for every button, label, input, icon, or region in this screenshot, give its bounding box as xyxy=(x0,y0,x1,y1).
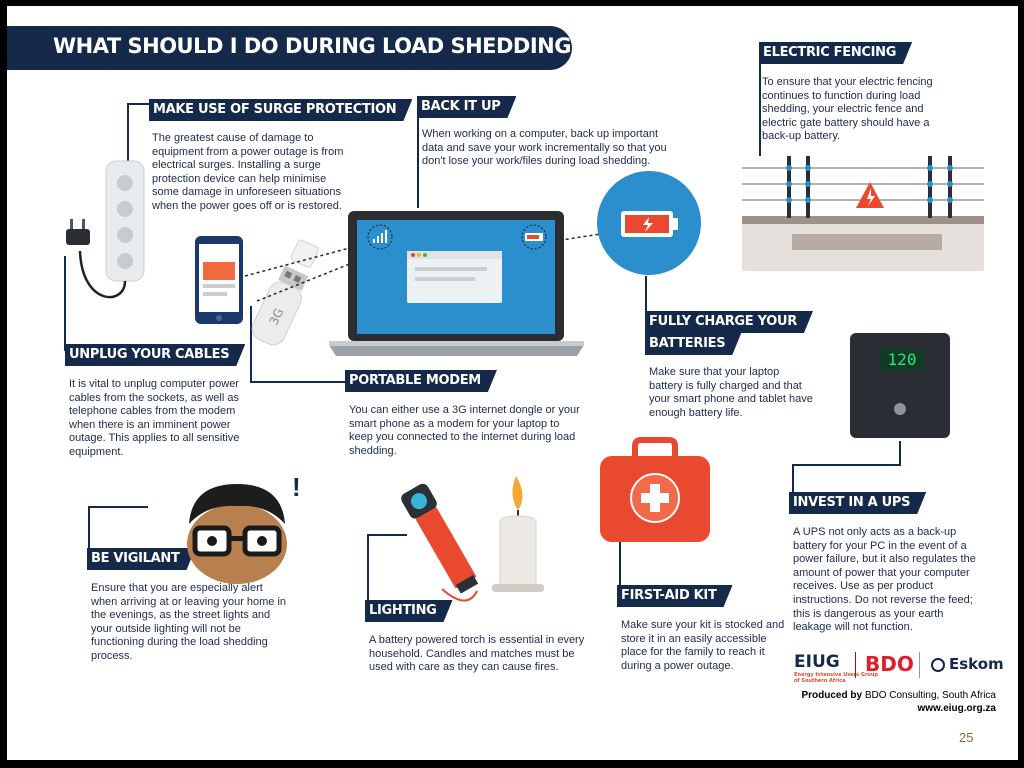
logo-divider xyxy=(855,652,856,678)
first-aid-text: Make sure your kit is stocked and store … xyxy=(621,619,785,672)
connector-line xyxy=(88,506,90,551)
bdo-logo: BDO xyxy=(865,652,914,676)
page-title: WHAT SHOULD I DO DURING LOAD SHEDDING? xyxy=(53,34,583,58)
ups-device-icon: 120 xyxy=(850,333,950,438)
connector-line xyxy=(250,381,350,383)
backup-heading: BACK IT UP xyxy=(417,96,516,118)
euig-logo-text: EIUG xyxy=(794,652,840,672)
laptop-icon xyxy=(329,211,584,356)
euig-logo-subtitle-line1: Energy Intensive Users Group xyxy=(794,672,879,678)
connector-line xyxy=(64,256,66,351)
page-number: 25 xyxy=(959,730,974,745)
connector-line xyxy=(899,441,901,466)
be-vigilant-text: Ensure that you are especially alert whe… xyxy=(91,582,287,662)
electric-fencing-text: To ensure that your electric fencing con… xyxy=(762,76,933,143)
candle-icon xyxy=(492,476,544,592)
title-banner: WHAT SHOULD I DO DURING LOAD SHEDDING? xyxy=(7,26,583,70)
electric-fence-icon xyxy=(742,156,984,271)
first-aid-kit-icon xyxy=(600,437,710,542)
exclamation-mark: ! xyxy=(292,472,301,502)
unplug-cables-text: It is vital to unplug computer power cab… xyxy=(69,378,240,458)
connector-line xyxy=(88,506,148,508)
3g-dongle-icon: 3G xyxy=(251,239,319,346)
first-aid-heading: FIRST-AID KIT xyxy=(617,585,733,607)
credit-line: Produced by BDO Consulting, South Africa xyxy=(801,690,996,701)
eskom-logo: Eskom xyxy=(931,655,1004,673)
lighting-text: A battery powered torch is essential in … xyxy=(369,634,585,674)
surge-protection-heading: MAKE USE OF SURGE PROTECTION xyxy=(149,99,412,121)
connector-line xyxy=(367,534,369,604)
eskom-icon xyxy=(931,658,945,672)
be-vigilant-heading: BE VIGILANT xyxy=(87,548,196,570)
euig-logo-subtitle-line2: of Southern Africa xyxy=(794,678,846,684)
backup-text: When working on a computer, back up impo… xyxy=(422,128,667,168)
credit-produced-by: Produced by xyxy=(801,690,863,701)
infographic-page: WHAT SHOULD I DO DURING LOAD SHEDDING? M… xyxy=(7,6,1018,760)
connector-line xyxy=(792,464,900,466)
alert-person-icon xyxy=(187,484,287,584)
surge-protection-text: The greatest cause of damage to equipmen… xyxy=(152,132,344,212)
connector-line xyxy=(759,44,761,156)
connector-line xyxy=(367,534,407,536)
credit-company: BDO Consulting, South Africa xyxy=(864,690,996,701)
3g-dongle-label: 3G xyxy=(267,306,287,327)
ups-power-button xyxy=(894,403,906,415)
ups-heading: INVEST IN A UPS xyxy=(789,492,926,514)
connection-dots xyxy=(244,232,608,302)
connector-line xyxy=(417,98,419,208)
ups-text: A UPS not only acts as a back-up battery… xyxy=(793,526,976,634)
charge-heading-line2: BATTERIES xyxy=(645,333,741,355)
connector-line xyxy=(792,464,794,494)
euig-logo: EIUG Energy Intensive Users Group of Sou… xyxy=(794,652,878,684)
logo-divider xyxy=(919,652,920,678)
ups-display: 120 xyxy=(880,349,924,371)
charge-text: Make sure that your laptop battery is fu… xyxy=(649,366,813,419)
battery-icon xyxy=(597,171,701,275)
lighting-heading: LIGHTING xyxy=(365,600,453,622)
euig-logo-subtitle: Energy Intensive Users Group of Southern… xyxy=(794,672,878,684)
eskom-logo-text: Eskom xyxy=(949,655,1004,673)
unplug-cables-heading: UNPLUG YOUR CABLES xyxy=(65,344,245,366)
connector-line xyxy=(250,306,252,383)
connector-line xyxy=(127,103,149,105)
connector-line xyxy=(645,276,647,316)
connector-line xyxy=(619,541,621,603)
portable-modem-text: You can either use a 3G internet dongle … xyxy=(349,404,580,457)
connector-line xyxy=(127,103,129,163)
power-strip-icon xyxy=(66,160,145,299)
portable-modem-heading: PORTABLE MODEM xyxy=(345,370,497,392)
smartphone-icon xyxy=(195,236,243,324)
electric-fencing-heading: ELECTRIC FENCING xyxy=(759,42,912,64)
credit-url: www.eiug.org.za xyxy=(917,703,996,714)
torch-icon xyxy=(401,483,479,602)
charge-heading-line1: FULLY CHARGE YOUR xyxy=(645,311,813,333)
